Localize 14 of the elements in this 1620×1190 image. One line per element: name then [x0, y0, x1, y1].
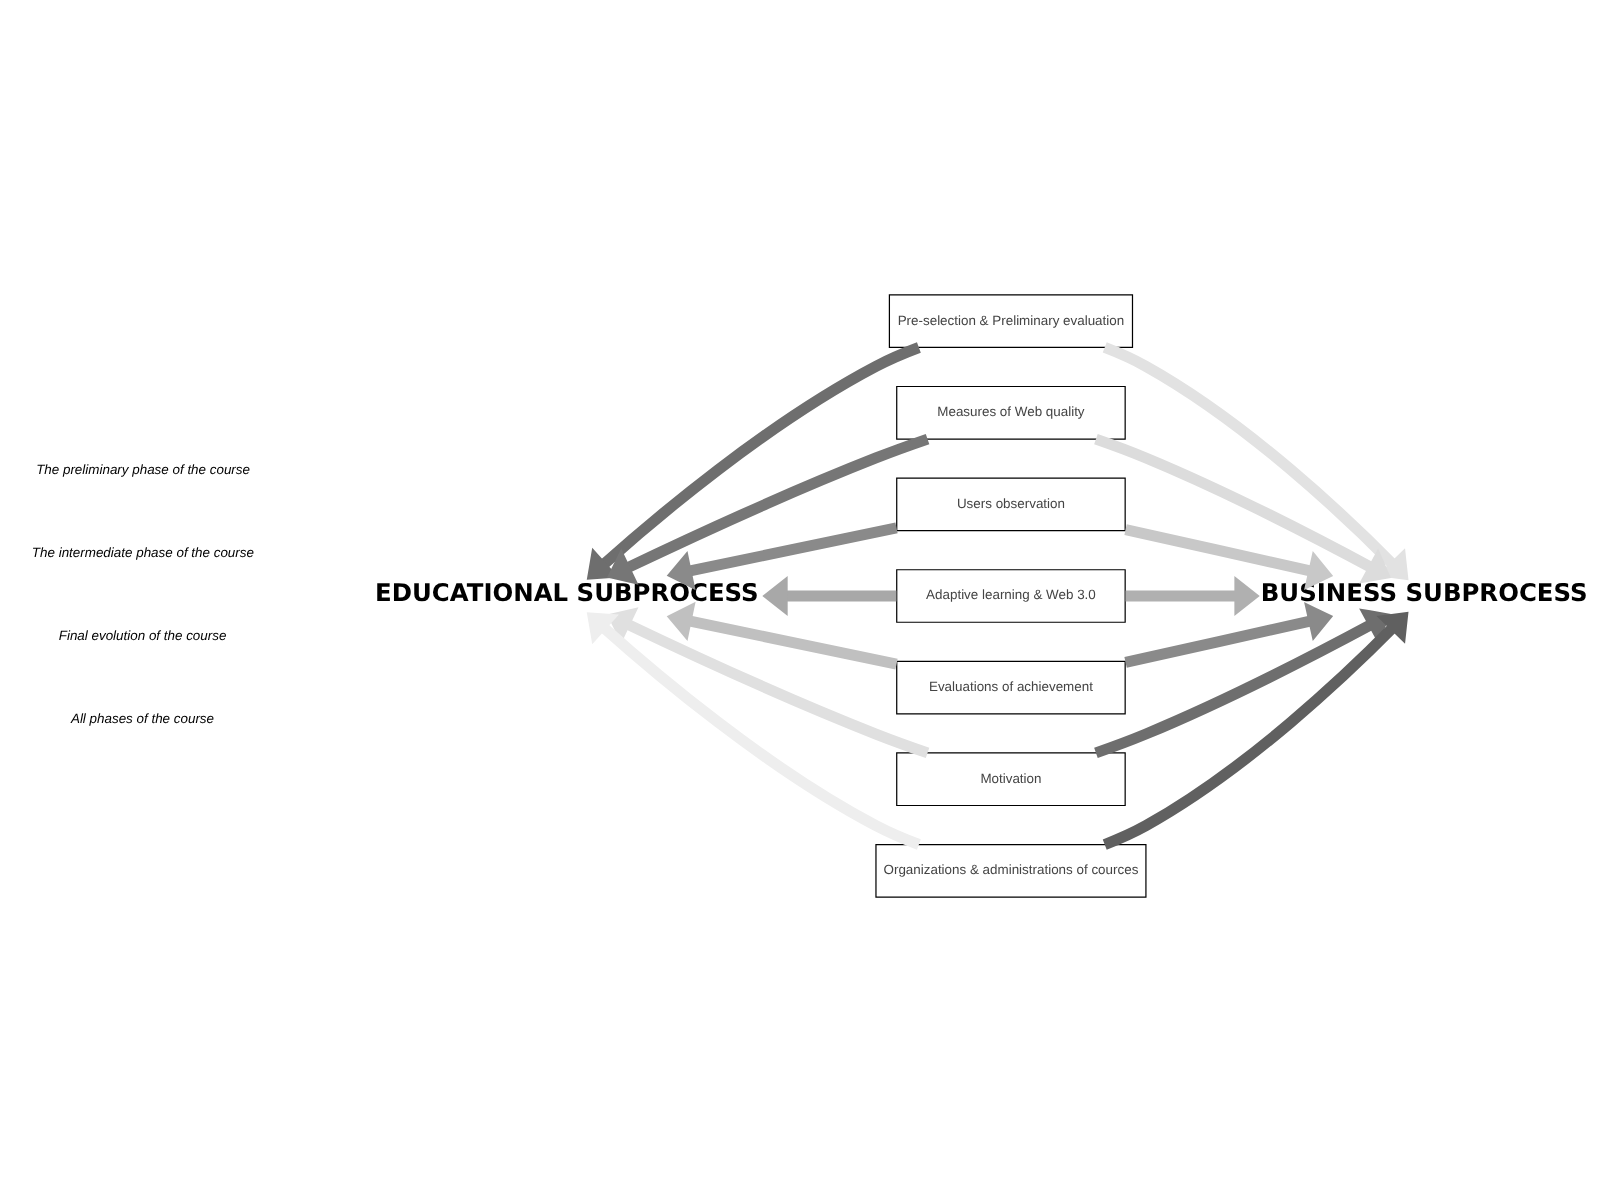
arrow	[1124, 523, 1334, 589]
arrow	[666, 521, 898, 590]
arrow	[1125, 575, 1260, 615]
arrow	[607, 432, 930, 584]
node-text: BUSINESS SUBPROCESS	[1260, 577, 1588, 606]
arrow	[762, 575, 897, 615]
arrow	[586, 341, 921, 579]
arrow	[1094, 432, 1391, 583]
arrow	[1124, 601, 1334, 667]
node-text: EDUCATIONAL SUBPROCESS	[375, 577, 759, 606]
arrow	[607, 606, 930, 758]
arrow	[666, 600, 898, 669]
arrow	[1094, 607, 1391, 758]
arrow	[1102, 341, 1409, 580]
